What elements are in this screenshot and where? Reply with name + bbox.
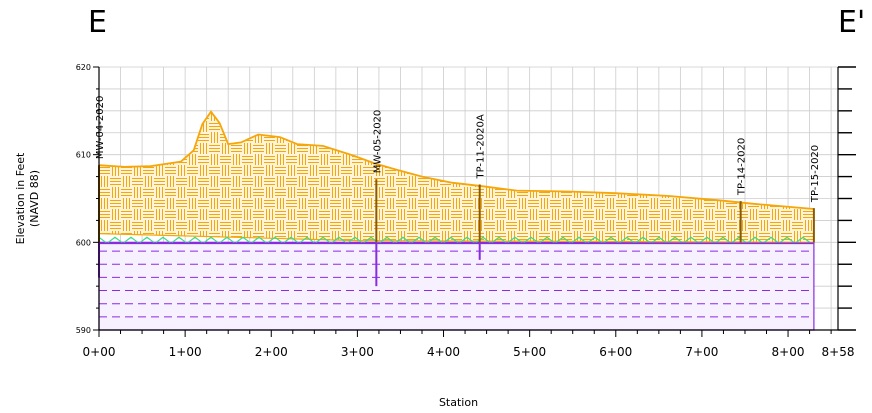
fill-unit: [98, 110, 814, 243]
x-tick-label: 3+00: [341, 345, 374, 359]
x-tick-label: 2+00: [255, 345, 288, 359]
water-table: [98, 236, 814, 245]
section-start-label: E: [88, 5, 107, 40]
y-tick-label: 620: [76, 63, 91, 72]
lower-unit: [98, 241, 815, 331]
section-end-label: E': [838, 5, 866, 40]
x-tick-label: 0+00: [83, 345, 116, 359]
boring-label: MW-04-2020: [95, 96, 106, 160]
boring-label: TP-14-2020: [737, 138, 748, 196]
x-axis-title: Station: [439, 396, 478, 409]
y-axis-title-line-2: (NAVD 88): [28, 170, 41, 227]
fill-unit-area: [99, 111, 814, 243]
boring-label: TP-15-2020: [810, 145, 821, 203]
y-tick-label: 610: [76, 151, 91, 160]
y-tick-label: 600: [76, 238, 91, 247]
water-table-zigzag: [98, 236, 812, 245]
x-tick-label: 1+00: [169, 345, 202, 359]
x-tick-label: 5+00: [513, 345, 546, 359]
boring-label: MW-05-2020: [372, 110, 383, 174]
x-tick-label: 7+00: [685, 345, 718, 359]
y-axis-title-line-1: Elevation in Feet: [14, 152, 27, 244]
fill-bottom-line: [98, 233, 814, 243]
y-tick-label: 590: [76, 326, 91, 335]
x-tick-label: 6+00: [599, 345, 632, 359]
axes: 0+00 1+00 2+00 3+00 4+00 5+00 6+00 7+00 8+00 8+58…: [76, 63, 856, 359]
ground-surface-line: [98, 110, 814, 210]
boring-label: TP-11-2020A: [476, 114, 487, 179]
x-tick-label: 8+58: [822, 345, 855, 359]
x-tick-label: 8+00: [772, 345, 805, 359]
x-tick-label: 4+00: [427, 345, 460, 359]
